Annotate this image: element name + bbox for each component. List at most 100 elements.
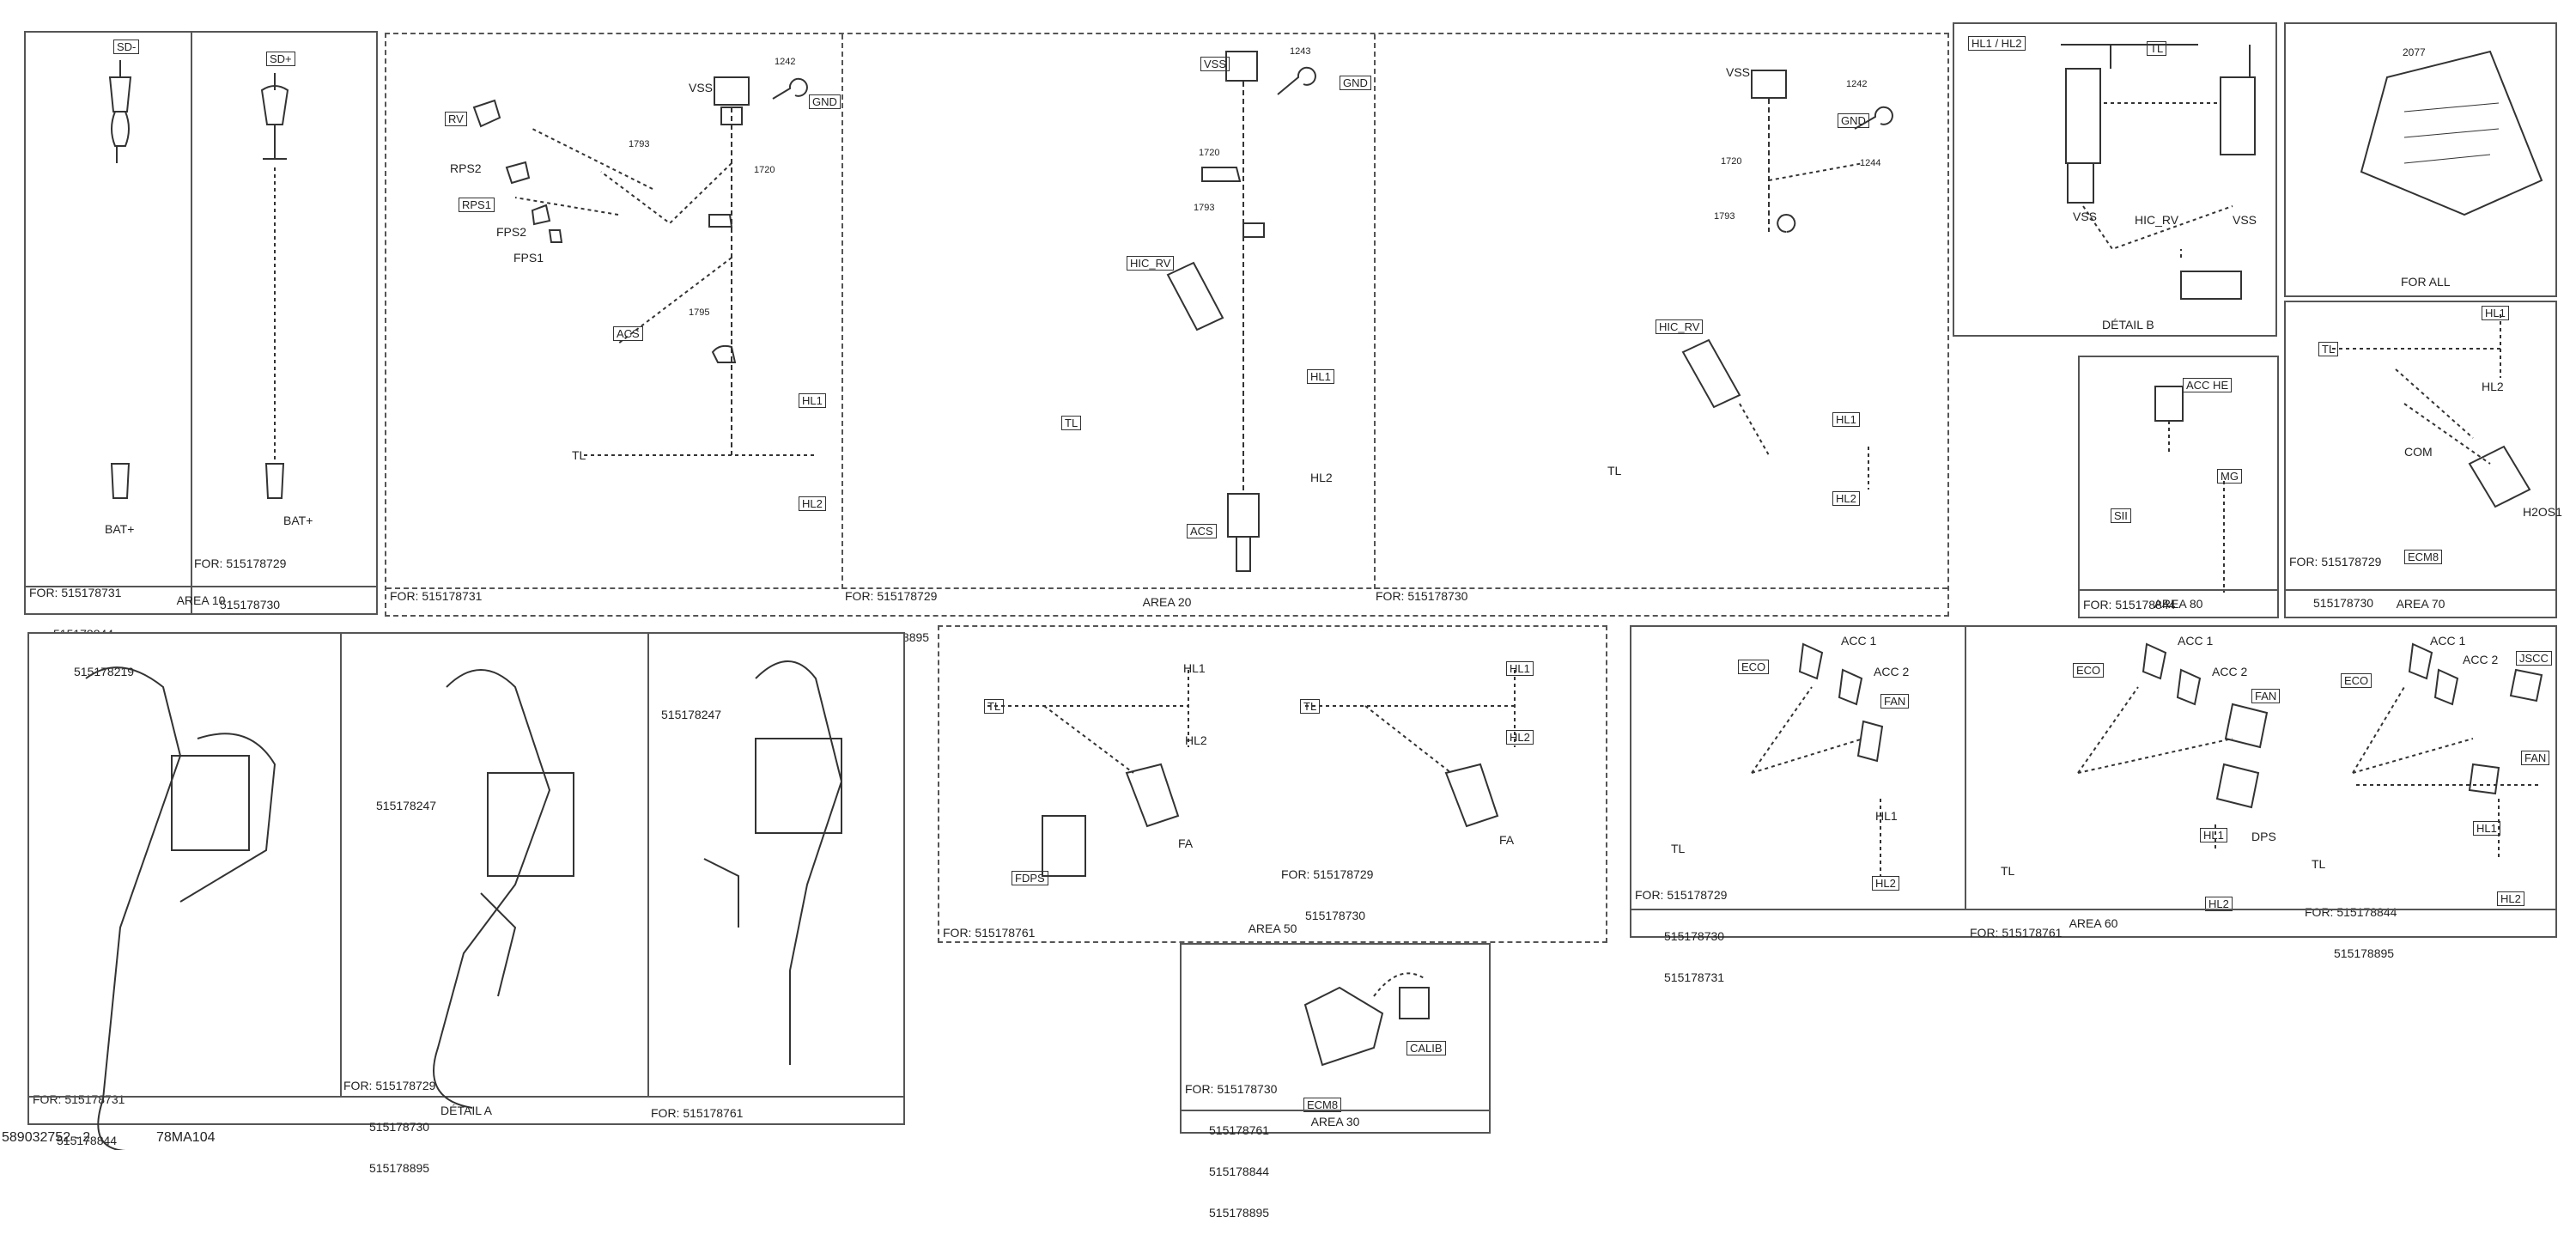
tl-right-label: TL [1607, 464, 1622, 478]
hl1-s2-tag: HL1 [2200, 828, 2227, 842]
area-20-divider-1 [841, 34, 843, 589]
fa-area-50-left: FA [1178, 836, 1194, 850]
detail-a-for-3: FOR: 515178761 [651, 1106, 744, 1120]
eco-s2-tag: ECO [2073, 663, 2105, 678]
tl-s2-label: TL [2001, 864, 2015, 878]
bat-plus-left-label: BAT+ [105, 522, 135, 536]
area-50-panel: HL1 TL HL2 FA FDPS HL1 TL HL2 FA FOR: 51… [938, 625, 1607, 1046]
detail-b-panel: HL1 / HL2 TL VSS HIC_RV VSS DÉTAIL B [1953, 22, 2277, 337]
calib-tag: CALIB [1406, 1041, 1446, 1055]
for-all-caption: FOR ALL [2401, 275, 2451, 289]
ref-1243-middle: 1243 [1290, 46, 1311, 57]
area-50-for-1: FOR: 515178761 [943, 926, 1036, 940]
acs-left-tag: ACS [613, 326, 643, 341]
vss-detail-b-right: VSS [2233, 213, 2257, 227]
tl-area-50-left: TL [984, 699, 1005, 714]
mg-tag: MG [2217, 469, 2242, 484]
jscc-s3-tag: JSCC [2516, 651, 2552, 666]
ref-1242-right: 1242 [1846, 79, 1868, 89]
ref-1793-middle: 1793 [1194, 203, 1215, 213]
acc1-s2-label: ACC 1 [2178, 634, 2214, 648]
area-80-panel: ACC HE MG SII FOR: 515178844 515178895 A… [2078, 356, 2279, 653]
ref-1720-right: 1720 [1721, 156, 1742, 167]
hl1-s3-tag: HL1 [2473, 821, 2500, 836]
hl2-right-tag: HL2 [1832, 491, 1860, 506]
gnd-left-tag: GND [809, 94, 841, 109]
ref-2077: 2077 [2403, 46, 2426, 58]
detail-a-panel: 515178219 515178247 515178247 FOR: 51517… [27, 632, 905, 1175]
sii-tag: SII [2111, 508, 2131, 523]
ref-1720-middle: 1720 [1199, 148, 1220, 158]
document-code: 78MA104 [156, 1130, 216, 1145]
hl2-s3-tag: HL2 [2497, 891, 2524, 906]
com-label: COM [2404, 445, 2433, 459]
fps1-label: FPS1 [513, 251, 544, 265]
hl2-s1-tag: HL2 [1872, 876, 1899, 891]
fa-area-50-right: FA [1499, 833, 1515, 847]
hl2-area-50-left: HL2 [1185, 733, 1207, 747]
area-70-title: AREA 70 [2286, 589, 2555, 617]
tl-area-50-right: TL [1300, 699, 1321, 714]
gnd-middle-tag: GND [1340, 76, 1371, 90]
fps2-label: FPS2 [496, 225, 527, 239]
gnd-right-tag: GND [1838, 113, 1869, 128]
tl-middle-tag: TL [1061, 416, 1082, 430]
acs-middle-tag: ACS [1187, 524, 1217, 538]
area-20-divider-2 [1374, 34, 1376, 589]
hl2-area-70-label: HL2 [2482, 380, 2504, 393]
tl-detail-b-tag: TL [2147, 41, 2167, 56]
rv-tag: RV [445, 112, 467, 126]
ref-1793-left: 1793 [629, 139, 650, 149]
ecm8-area-70-tag: ECM8 [2404, 550, 2443, 564]
tl-s3-label: TL [2312, 857, 2326, 871]
acc2-s3-label: ACC 2 [2463, 653, 2499, 666]
area-30-title: AREA 30 [1182, 1110, 1489, 1132]
area-60-panel: ECO ACC 1 ACC 2 FAN TL HL1 HL2 FOR: 5151… [1630, 625, 2557, 984]
fan-s2-tag: FAN [2251, 689, 2281, 703]
hl1-area-50-right: HL1 [1506, 661, 1534, 676]
area-60-s2-for: FOR: 515178761 [1970, 926, 2063, 940]
vss-right-label: VSS [1726, 65, 1751, 79]
hl1-area-50-left: HL1 [1183, 661, 1206, 675]
hl1-s1-label: HL1 [1875, 809, 1898, 823]
detail-a-caption: DÉTAIL A [29, 1096, 903, 1123]
area-10-panel: SD- SD+ BAT+ BAT+ FOR: 515178731 5151788… [24, 31, 378, 694]
area-20-title: AREA 20 [386, 587, 1947, 615]
tl-area-70-tag: TL [2318, 342, 2339, 356]
hl1-right-tag: HL1 [1832, 412, 1860, 427]
ref-1244-right: 1244 [1860, 158, 1881, 168]
tl-left-label: TL [572, 448, 586, 462]
area-30-for: FOR: 515178730 515178761 515178844 51517… [1185, 1082, 1278, 1220]
area-10-title: AREA 10 [26, 586, 376, 613]
vss-detail-b-left: VSS [2073, 210, 2098, 223]
hic-rv-middle-tag: HIC_RV [1127, 256, 1175, 271]
acc2-s1-label: ACC 2 [1874, 665, 1910, 678]
vss-left-label: VSS [689, 81, 714, 94]
acc2-s2-label: ACC 2 [2212, 665, 2248, 678]
area-50-title: AREA 50 [1248, 922, 1297, 935]
sd-minus-label: SD- [113, 40, 140, 54]
acc-he-tag: ACC HE [2183, 378, 2233, 392]
hic-rv-right-tag: HIC_RV [1656, 319, 1704, 334]
for-all-panel: 2077 FOR ALL [2284, 22, 2557, 297]
area-60-title: AREA 60 [1631, 909, 2555, 936]
vss-middle-tag: VSS [1200, 57, 1230, 71]
hl2-area-50-right: HL2 [1506, 730, 1534, 745]
acc1-s3-label: ACC 1 [2430, 634, 2466, 648]
area-60-s1-for: FOR: 515178729 515178730 515178731 [1635, 888, 1728, 984]
fan-s3-tag: FAN [2521, 751, 2550, 765]
part-515178247-b: 515178247 [661, 708, 722, 721]
eco-s3-tag: ECO [2341, 673, 2372, 688]
ecm8-area-30-tag: ECM8 [1303, 1098, 1342, 1112]
part-515178247-a: 515178247 [376, 799, 437, 812]
ref-1242-left: 1242 [775, 57, 796, 67]
fdps-tag: FDPS [1012, 871, 1048, 885]
acc1-s1-label: ACC 1 [1841, 634, 1877, 648]
detail-a-divider-2 [647, 634, 649, 1098]
h2os1-label: H2OS1 [2523, 505, 2562, 519]
detail-a-for-2: FOR: 515178729 515178730 515178895 [343, 1079, 436, 1175]
sd-plus-label: SD+ [266, 52, 295, 66]
area-20-panel: RV RPS2 RPS1 FPS2 FPS1 VSS GND ACS HL1 H… [385, 33, 1949, 644]
eco-s1-tag: ECO [1738, 660, 1770, 674]
hl1-hl2-tag: HL1 / HL2 [1968, 36, 2026, 51]
